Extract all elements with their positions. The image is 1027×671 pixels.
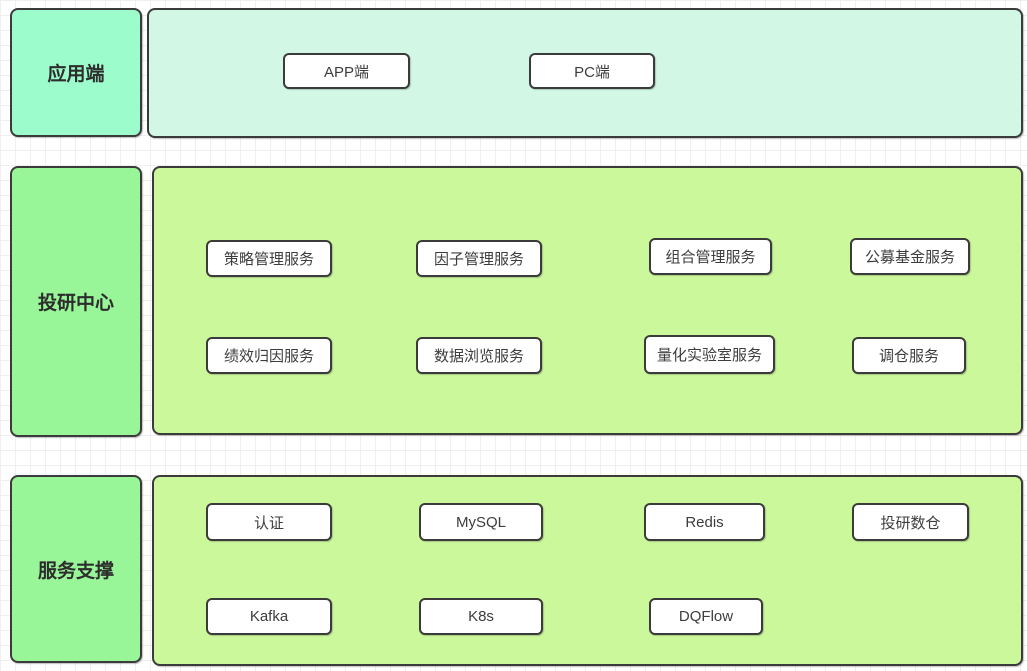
node-k8s: K8s <box>419 598 543 635</box>
band-container-research-center <box>152 166 1023 435</box>
band-label-application: 应用端 <box>10 8 142 137</box>
node-rebalance-service: 调仓服务 <box>852 337 966 374</box>
node-performance-attribution-service: 绩效归因服务 <box>206 337 332 374</box>
node-mysql: MySQL <box>419 503 543 541</box>
node-pc-client: PC端 <box>529 53 655 89</box>
node-redis: Redis <box>644 503 765 541</box>
node-portfolio-management-service: 组合管理服务 <box>649 238 772 275</box>
node-factor-management-service: 因子管理服务 <box>416 240 542 277</box>
node-strategy-management-service: 策略管理服务 <box>206 240 332 277</box>
band-label-service-support: 服务支撑 <box>10 475 142 663</box>
node-quant-lab-service: 量化实验室服务 <box>644 335 775 374</box>
node-data-browsing-service: 数据浏览服务 <box>416 337 542 374</box>
node-auth: 认证 <box>206 503 332 541</box>
node-app-client: APP端 <box>283 53 410 89</box>
node-kafka: Kafka <box>206 598 332 635</box>
node-public-fund-service: 公募基金服务 <box>850 238 970 275</box>
band-label-research-center: 投研中心 <box>10 166 142 437</box>
node-research-data-warehouse: 投研数仓 <box>852 503 969 541</box>
node-dqflow: DQFlow <box>649 598 763 635</box>
